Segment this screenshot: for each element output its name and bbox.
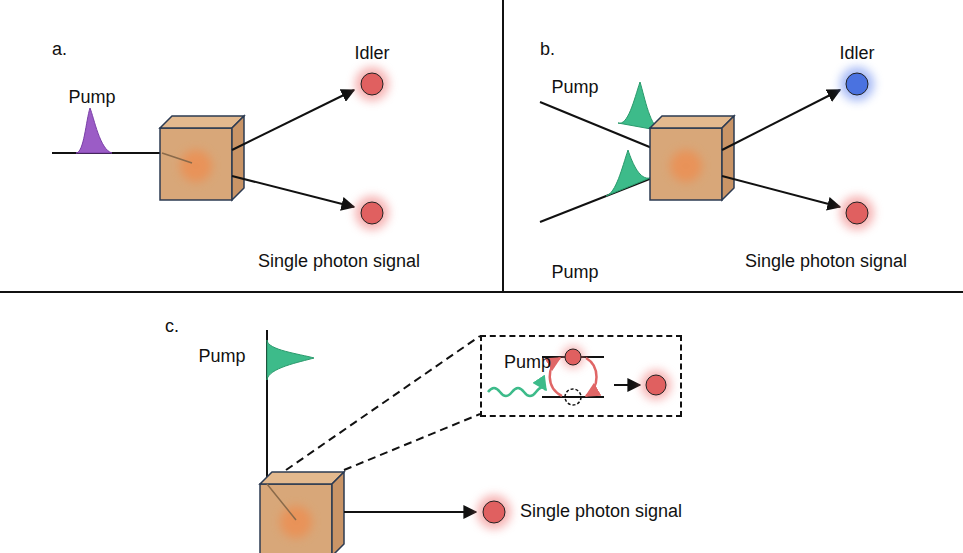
arrow — [614, 384, 640, 386]
pump-wave — [488, 387, 546, 396]
panel-label: c. — [165, 317, 179, 337]
photon-label: Idler — [839, 44, 874, 64]
photon — [483, 501, 505, 523]
pump-pulse — [267, 340, 314, 380]
beam-label: Pump — [198, 347, 245, 367]
arrow — [344, 511, 476, 513]
photon-label: Single photon signal — [520, 502, 682, 522]
arrow — [232, 176, 354, 207]
photon — [846, 73, 868, 95]
beam-label: Pump — [551, 263, 598, 283]
pump-pulse — [606, 150, 650, 196]
emission-arrow — [586, 358, 597, 396]
arrow — [722, 176, 840, 207]
photon-label: Single photon signal — [258, 252, 420, 272]
photon — [361, 202, 383, 224]
electron — [565, 349, 581, 365]
photon — [646, 375, 666, 395]
zoom-line — [344, 414, 480, 470]
energy-level — [542, 396, 604, 398]
divider — [502, 0, 504, 292]
beam — [540, 178, 652, 222]
arrow — [722, 90, 840, 150]
panel-label: a. — [52, 40, 67, 60]
photon — [846, 202, 868, 224]
beam — [267, 484, 296, 520]
zoom-line — [286, 336, 480, 470]
panel-label: b. — [540, 40, 555, 60]
crystal — [650, 116, 734, 200]
beam-label: Pump — [68, 88, 115, 108]
photon-label: Idler — [354, 44, 389, 64]
crystal — [160, 116, 244, 200]
crystal — [260, 472, 344, 553]
inset-box: Pump — [480, 335, 682, 417]
excitation-arrow — [550, 358, 562, 396]
photon — [361, 73, 383, 95]
pump-pulse — [76, 108, 112, 153]
beam-label: Pump — [551, 78, 598, 98]
arrow — [232, 90, 354, 150]
photon-label: Single photon signal — [745, 252, 907, 272]
inset-label: Pump — [504, 353, 551, 373]
divider — [0, 291, 963, 293]
beam — [162, 153, 192, 163]
hole — [565, 389, 581, 405]
